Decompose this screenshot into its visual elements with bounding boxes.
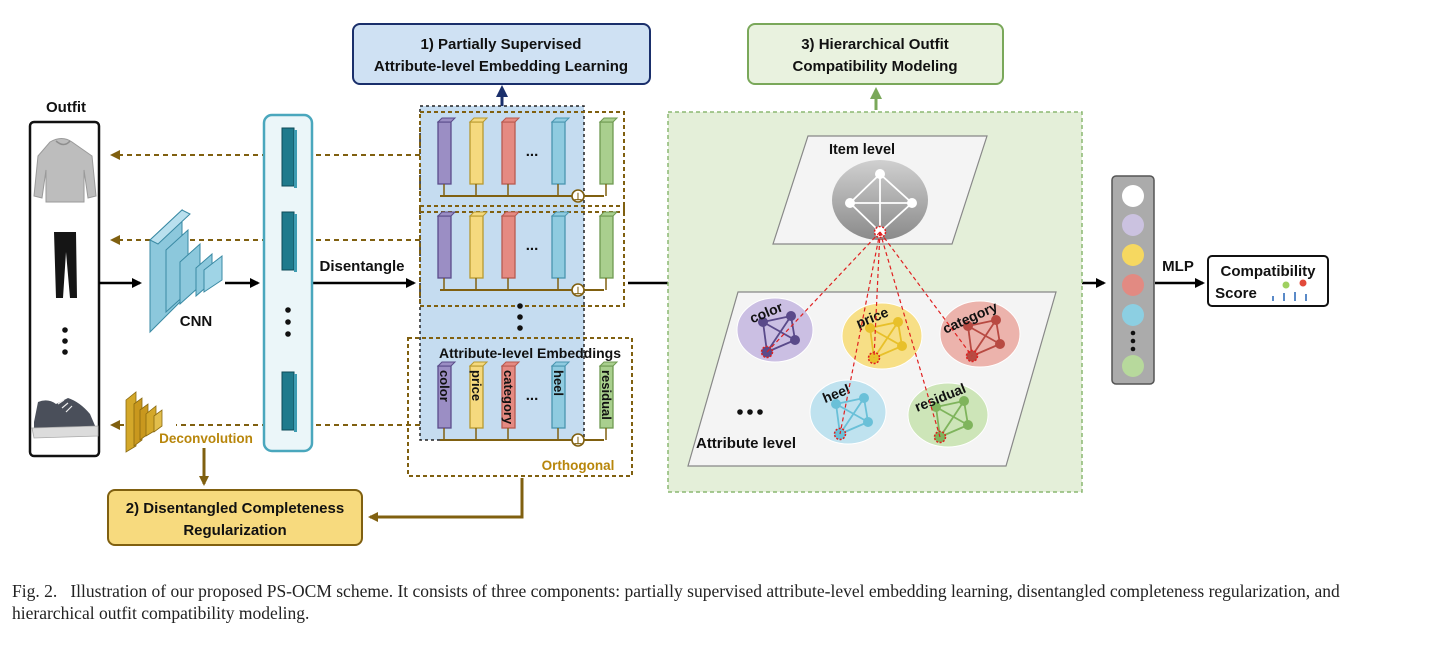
sweater-icon bbox=[33, 138, 97, 203]
item-level-label: Item level bbox=[829, 142, 895, 158]
figure-caption: Fig. 2. Illustration of our proposed PS-… bbox=[12, 580, 1422, 624]
score-chart-icon bbox=[1272, 279, 1307, 301]
attribute-graph-category: category bbox=[939, 298, 1021, 368]
svg-text:⊥: ⊥ bbox=[574, 436, 583, 447]
component3-title-line2: Compatibility Modeling bbox=[793, 58, 958, 75]
output-line1: Compatibility bbox=[1220, 263, 1316, 280]
attribute-graph-residual: residual bbox=[907, 380, 989, 448]
outfit-ellipsis bbox=[62, 327, 68, 355]
embedding-bar-color bbox=[437, 121, 452, 185]
orthogonal-symbol bbox=[571, 433, 585, 447]
embedding-group: color price category heel residual... ⊥ bbox=[436, 361, 619, 447]
embedding-bar-category bbox=[501, 121, 516, 185]
caption-text: Illustration of our proposed PS-OCM sche… bbox=[12, 581, 1340, 623]
embedding-bar-heel bbox=[551, 121, 566, 185]
framework-diagram: 1) Partially Supervised Attribute-level … bbox=[28, 23, 1329, 546]
embedding-label-heel: heel bbox=[551, 370, 566, 396]
embedding-bar-residual bbox=[599, 121, 614, 185]
embedding-group: ... ⊥ bbox=[419, 111, 625, 213]
cnn-label: CNN bbox=[180, 313, 213, 330]
mlp-label: MLP bbox=[1162, 258, 1194, 275]
component1-box: 1) Partially Supervised Attribute-level … bbox=[352, 23, 651, 85]
embedding-label-color: color bbox=[437, 370, 452, 402]
embedding-dots: ... bbox=[526, 387, 539, 404]
component2-title-line1: 2) Disentangled Completeness bbox=[126, 500, 344, 517]
caption-label: Fig. 2. bbox=[12, 581, 58, 601]
orthogonal-to-regularization-arrow bbox=[368, 478, 524, 522]
embedding-group: ... ⊥ bbox=[419, 205, 625, 307]
component2-box: 2) Disentangled Completeness Regularizat… bbox=[107, 489, 363, 546]
orthogonal-group-box bbox=[407, 337, 633, 477]
embeddings-label: Attribute-level Embeddings bbox=[439, 345, 621, 361]
embedding-bar-residual bbox=[599, 215, 614, 279]
compatibility-score-box: Compatibility Score bbox=[1207, 255, 1329, 307]
orthogonal-label: Orthogonal bbox=[542, 458, 615, 473]
embedding-label-price: price bbox=[469, 370, 484, 401]
component3-title-line1: 3) Hierarchical Outfit bbox=[801, 36, 949, 53]
fused-representation-column bbox=[1111, 175, 1155, 385]
cnn-block bbox=[149, 208, 223, 334]
embedding-bar-heel bbox=[551, 215, 566, 279]
attribute-ellipsis bbox=[737, 409, 763, 415]
outfit-panel bbox=[28, 120, 101, 458]
orthogonal-symbol bbox=[571, 189, 585, 203]
component1-title-line1: 1) Partially Supervised bbox=[421, 36, 582, 53]
item-feature-column bbox=[262, 113, 314, 453]
jeans-icon bbox=[54, 232, 77, 298]
embedding-dots: ... bbox=[526, 237, 539, 254]
attribute-graph-color: color bbox=[736, 297, 814, 363]
embedding-label-category: category bbox=[501, 370, 516, 425]
attribute-level-label: Attribute level bbox=[696, 435, 796, 452]
component2-title-line2: Regularization bbox=[183, 522, 286, 539]
output-line2: Score bbox=[1215, 285, 1257, 302]
hierarchy-links bbox=[766, 231, 973, 438]
embedding-ellipsis bbox=[517, 303, 523, 331]
orthogonal-symbol bbox=[571, 283, 585, 297]
outfit-title: Outfit bbox=[46, 99, 86, 116]
svg-text:⊥: ⊥ bbox=[574, 286, 583, 297]
embedding-bar-category bbox=[501, 215, 516, 279]
embedding-bar-color bbox=[437, 215, 452, 279]
component3-box: 3) Hierarchical Outfit Compatibility Mod… bbox=[747, 23, 1004, 85]
deconvolution-block bbox=[125, 391, 163, 453]
attribute-graph-price: price bbox=[841, 302, 923, 370]
embedding-bar-price bbox=[469, 215, 484, 279]
embedding-bar-price bbox=[469, 121, 484, 185]
deconvolution-label: Deconvolution bbox=[159, 431, 253, 446]
attribute-graph-heel: heel bbox=[809, 379, 887, 445]
embedding-label-residual: residual bbox=[599, 370, 614, 420]
svg-text:⊥: ⊥ bbox=[574, 192, 583, 203]
embedding-dots: ... bbox=[526, 143, 539, 160]
sneaker-icon bbox=[31, 398, 99, 439]
component1-title-line2: Attribute-level Embedding Learning bbox=[374, 58, 628, 75]
disentangle-label: Disentangle bbox=[319, 258, 404, 275]
